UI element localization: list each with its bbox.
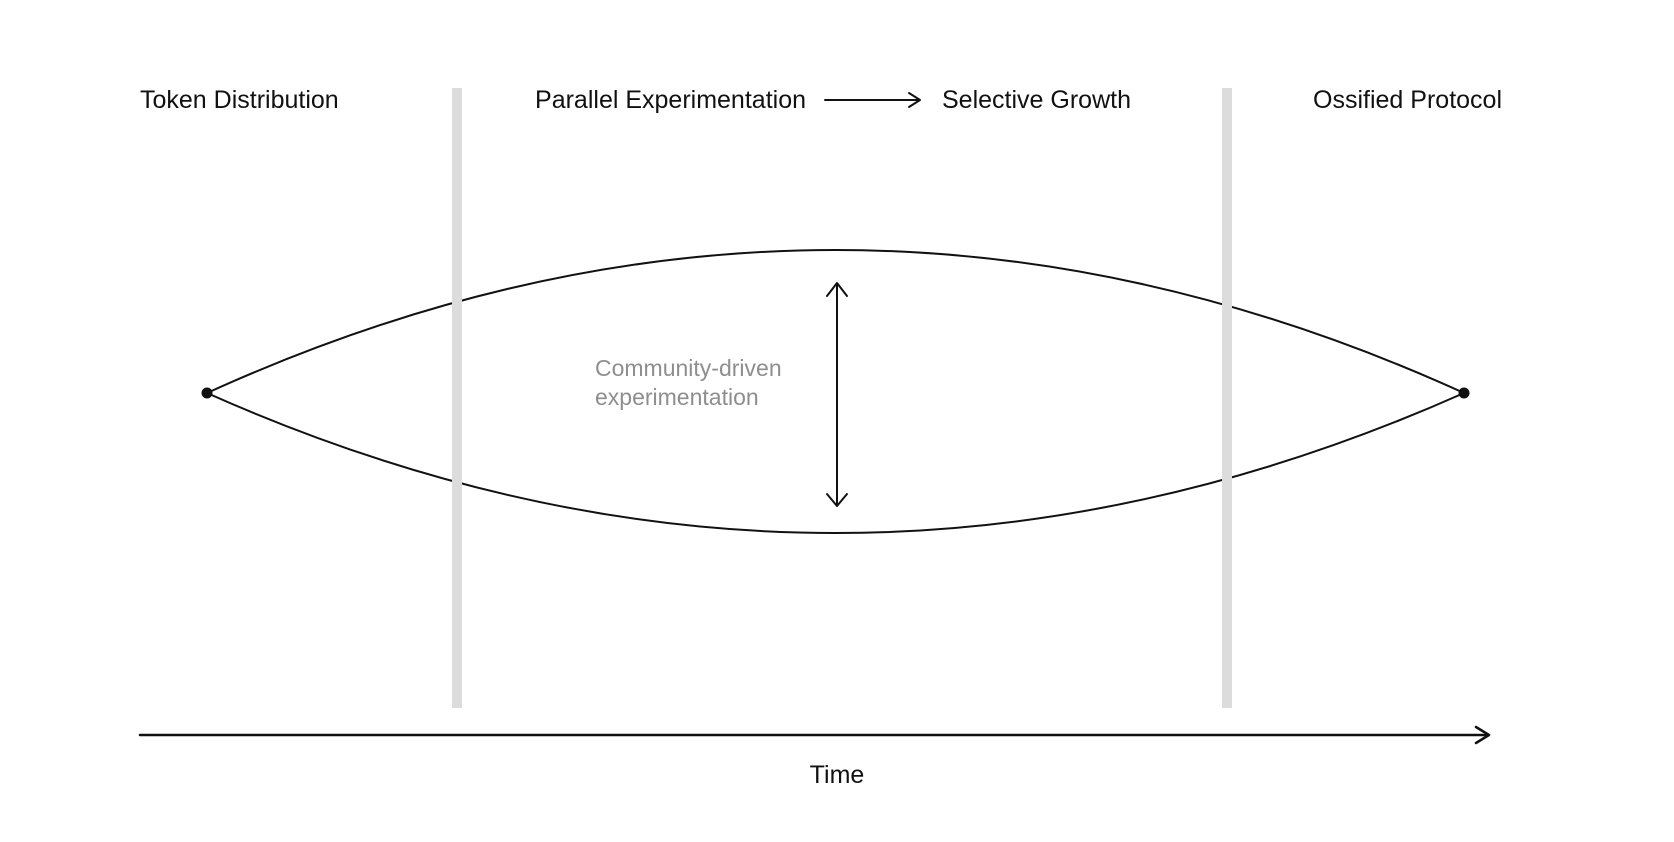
- lens-annotation-line2: experimentation: [595, 384, 759, 410]
- lens-left-endpoint-dot: [201, 387, 213, 399]
- phase-label-token-distribution: Token Distribution: [140, 86, 339, 114]
- lens-annotation: Community-driven experimentation: [595, 354, 782, 412]
- lens-upper-curve: [206, 249, 1465, 394]
- lens-lower-curve: [206, 392, 1465, 534]
- time-axis-arrow: [138, 725, 1491, 745]
- right-arrow-icon: [824, 92, 922, 108]
- lens-annotation-line1: Community-driven: [595, 355, 782, 381]
- lens-right-endpoint-dot: [1458, 387, 1470, 399]
- phase-divider-right: [1222, 88, 1232, 708]
- phase-label-middle-group: Parallel Experimentation Selective Growt…: [535, 85, 1131, 115]
- phase-label-selective-growth: Selective Growth: [942, 86, 1131, 114]
- time-axis-label: Time: [809, 761, 865, 789]
- vertical-double-arrow-icon: [826, 282, 848, 507]
- phase-label-parallel-experimentation: Parallel Experimentation: [535, 86, 807, 114]
- phase-divider-left: [452, 88, 462, 708]
- phase-label-ossified-protocol: Ossified Protocol: [1313, 86, 1502, 114]
